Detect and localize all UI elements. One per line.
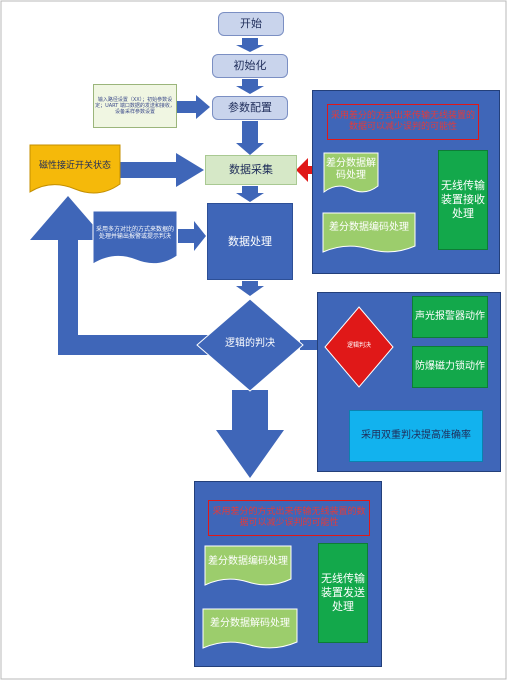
- start-node: 开始: [218, 12, 284, 36]
- data-process-node: 数据处理: [207, 203, 293, 280]
- data-collect-node: 数据采集: [205, 155, 297, 185]
- red-arrow-panel-collect: [296, 158, 322, 182]
- receiver-encode-label: 差分数据编码处理: [329, 221, 409, 233]
- receiver-encode-shape: [322, 212, 416, 253]
- arrow-collect-process: [236, 186, 264, 202]
- arrow-start-init: [236, 38, 264, 52]
- sender-decode-shape: [202, 608, 298, 649]
- decision-diamond: [196, 298, 304, 392]
- receiver-decode-shape: [323, 152, 379, 194]
- sensor-status-shape: [29, 144, 121, 194]
- arrow-process-decide: [236, 281, 264, 296]
- param-config-node: 参数配置: [212, 96, 288, 120]
- receiver-node: 无线传输装置接收处理: [438, 150, 488, 250]
- double-check-note: 采用双重判决提高准确率: [349, 410, 483, 462]
- arrow-init-config: [236, 79, 264, 94]
- action-decide-diamond: [324, 306, 394, 388]
- init-node: 初始化: [212, 54, 288, 78]
- sender-note-text: 采用差分的方式出来传输无线装置的数据可以减少误判的可能性: [212, 506, 366, 528]
- alarm-node: 声光报警器动作: [412, 296, 488, 338]
- arrow-note-config: [175, 95, 210, 119]
- sender-encode-label: 差分数据编码处理: [208, 555, 288, 567]
- arrow-decide-sender: [216, 390, 284, 478]
- arrow-note-process: [178, 221, 206, 251]
- decision-label: 逻辑的判决: [225, 337, 275, 349]
- process-note-label: 采用多方对比的方式来数据的处理并输出报警或提示判决: [96, 225, 175, 241]
- action-decide-label: 逻辑判决: [346, 342, 371, 350]
- arrow-sensor-collect: [118, 153, 204, 187]
- param-config-note: 输入路径设置（XX）；初始参数设定；UART 端口数据的发送和接收，设备采样参数…: [93, 84, 177, 128]
- receiver-decode-label: 差分数据解码处理: [326, 157, 376, 182]
- sensor-status-label: 磁性接近开关状态: [38, 161, 111, 172]
- lock-node: 防爆磁力锁动作: [412, 346, 488, 388]
- arrow-config-collect: [236, 121, 264, 155]
- sender-node: 无线传输装置发送处理: [318, 543, 368, 643]
- receiver-note-text: 采用差分的方式出来传输无线装置的数据可以减少误判的可能性: [330, 110, 475, 132]
- receiver-panel-note: 采用差分的方式出来传输无线装置的数据可以减少误判的可能性: [327, 104, 479, 140]
- sender-encode-shape: [204, 545, 292, 586]
- sender-decode-label: 差分数据解码处理: [210, 617, 290, 629]
- arrow-feedback: [30, 196, 210, 355]
- process-note-shape: [92, 210, 178, 265]
- sender-panel-note: 采用差分的方式出来传输无线装置的数据可以减少误判的可能性: [208, 500, 370, 536]
